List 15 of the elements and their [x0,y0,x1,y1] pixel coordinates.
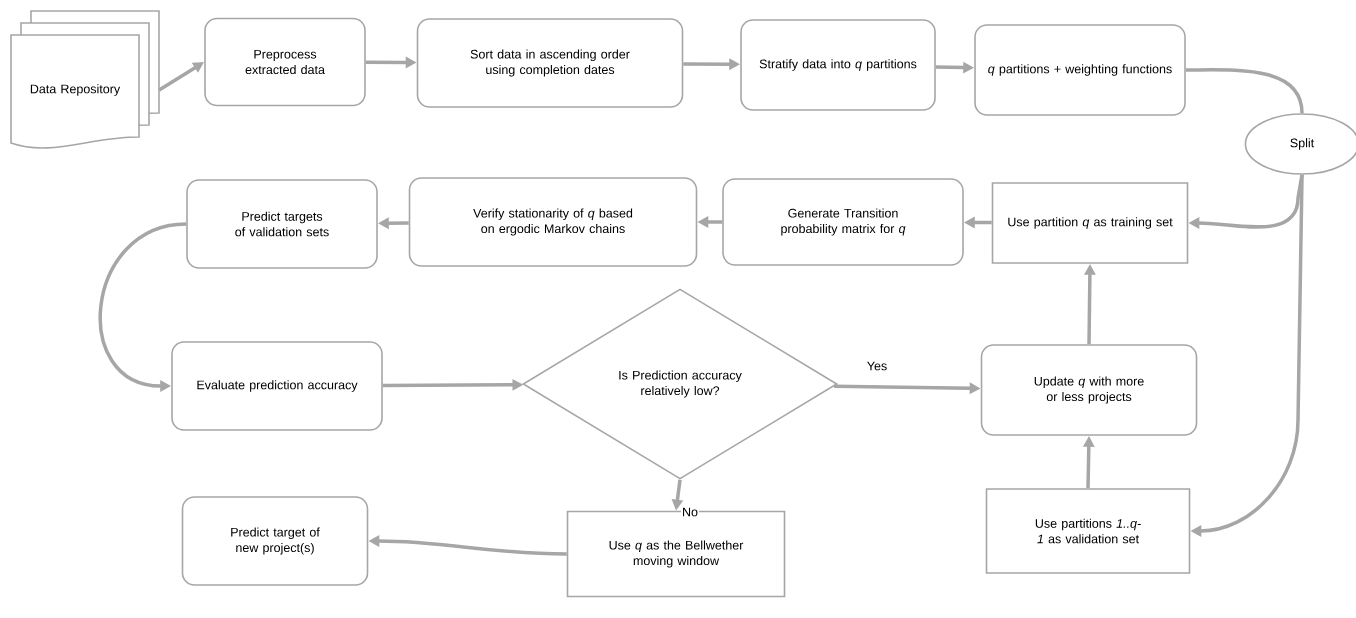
process-box: Evaluate prediction accuracy [171,341,383,431]
process-box: Use partition q as training set [991,182,1189,264]
process-box: Update q with more or less projects [980,344,1198,436]
process-box: Verify stationarity of q based on ergodic Markov chains [408,177,698,267]
process-box: Generate Transition probability matrix for q [722,178,964,266]
process-box: Sort data in ascending order using completion dates [416,18,684,108]
process-box: Predict targets of validation sets [186,179,378,269]
edge-label: No [681,506,699,518]
process-box: Predict target of new project(s) [181,496,369,586]
document-stack: Data Repository [10,10,160,149]
process-box: Use partitions 1..q-1 as validation set [985,488,1191,574]
process-box: q partitions + weighting functions [974,24,1186,116]
process-box: Preprocess extracted data [204,17,366,107]
edge-label: Yes [865,360,889,372]
process-box: Stratify data into q partitions [740,19,936,111]
